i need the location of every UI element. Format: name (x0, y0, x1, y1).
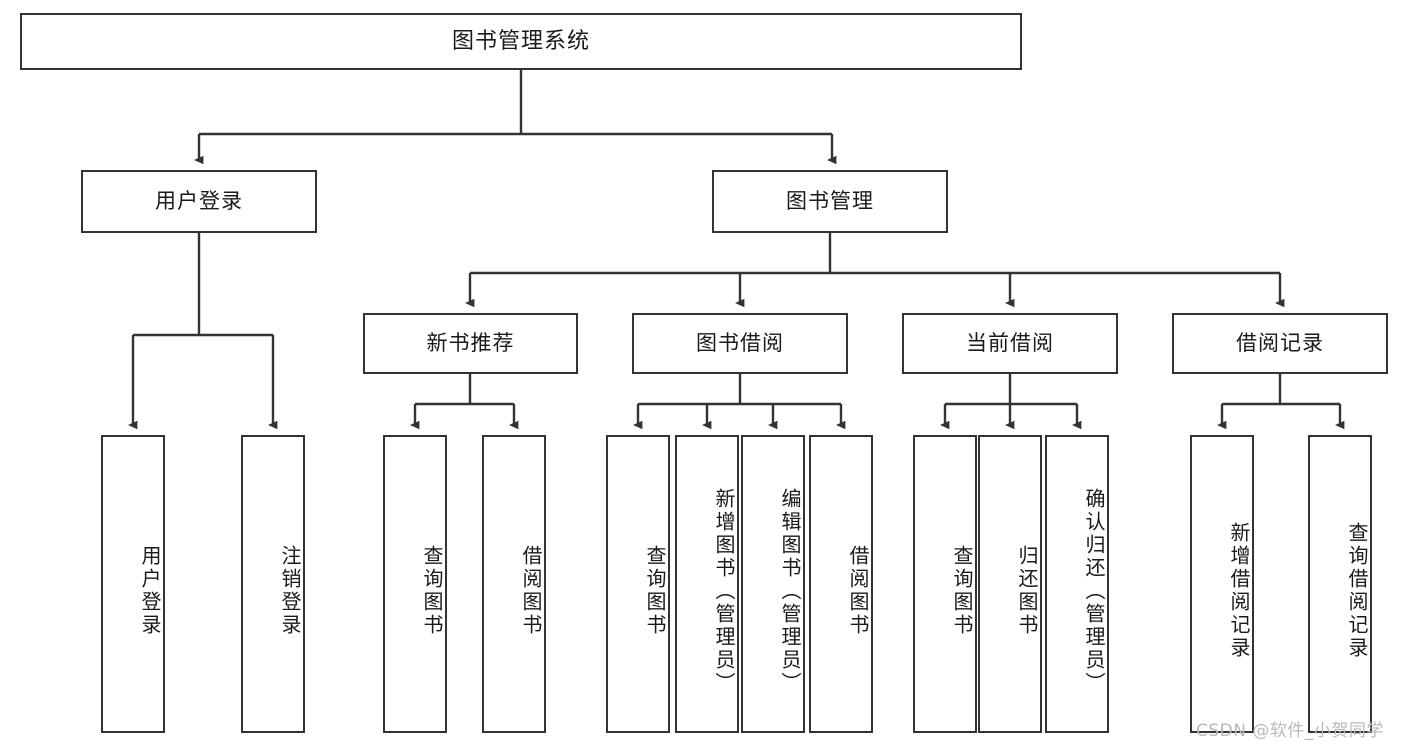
node-leaf-edit-book-admin[interactable]: 编辑图书（管理员） (741, 435, 805, 733)
node-label: 查询图书 (420, 545, 444, 637)
node-label: 借阅记录 (1236, 331, 1324, 356)
node-label: 查询图书 (643, 545, 667, 637)
node-leaf-add-book-admin[interactable]: 新增图书（管理员） (675, 435, 739, 733)
node-borrow-record[interactable]: 借阅记录 (1172, 313, 1388, 374)
node-label: 归还图书 (1015, 545, 1039, 637)
node-leaf-query-book-1[interactable]: 查询图书 (383, 435, 447, 733)
node-label: 图书管理 (786, 189, 874, 214)
node-leaf-return-book[interactable]: 归还图书 (978, 435, 1042, 733)
node-label: 用户登录 (155, 189, 243, 214)
node-current-borrow[interactable]: 当前借阅 (902, 313, 1118, 374)
node-new-book-recommend[interactable]: 新书推荐 (363, 313, 578, 374)
node-label: 当前借阅 (966, 331, 1054, 356)
node-book-manage[interactable]: 图书管理 (712, 170, 948, 233)
node-leaf-user-login[interactable]: 用户登录 (101, 435, 165, 733)
node-leaf-borrow-book-2[interactable]: 借阅图书 (809, 435, 873, 733)
csdn-watermark: CSDN @软件_小贺同学 (1196, 721, 1384, 741)
node-root-system[interactable]: 图书管理系统 (20, 13, 1022, 70)
node-leaf-confirm-return-admin[interactable]: 确认归还（管理员） (1045, 435, 1109, 733)
node-label: 查询图书 (950, 545, 974, 637)
node-label: 确认归还（管理员） (1082, 487, 1106, 695)
node-user-login[interactable]: 用户登录 (81, 170, 317, 233)
node-leaf-logout-login[interactable]: 注销登录 (241, 435, 305, 733)
node-label: 新书推荐 (426, 331, 515, 356)
node-label: 借阅图书 (846, 545, 870, 637)
node-label: 注销登录 (278, 545, 302, 637)
node-leaf-query-borrow-record[interactable]: 查询借阅记录 (1308, 435, 1372, 733)
node-leaf-borrow-book-1[interactable]: 借阅图书 (482, 435, 546, 733)
node-label: 编辑图书（管理员） (778, 487, 802, 695)
node-leaf-query-book-2[interactable]: 查询图书 (606, 435, 670, 733)
node-label: 图书管理系统 (451, 28, 590, 54)
node-leaf-add-borrow-record[interactable]: 新增借阅记录 (1190, 435, 1254, 733)
node-label: 新增图书（管理员） (712, 487, 736, 695)
node-label: 图书借阅 (696, 331, 784, 356)
node-label: 借阅图书 (519, 545, 543, 637)
node-book-borrow[interactable]: 图书借阅 (632, 313, 848, 374)
node-leaf-query-book-3[interactable]: 查询图书 (913, 435, 977, 733)
node-label: 查询借阅记录 (1345, 522, 1369, 660)
node-label: 用户登录 (138, 545, 162, 637)
node-label: 新增借阅记录 (1227, 522, 1251, 660)
